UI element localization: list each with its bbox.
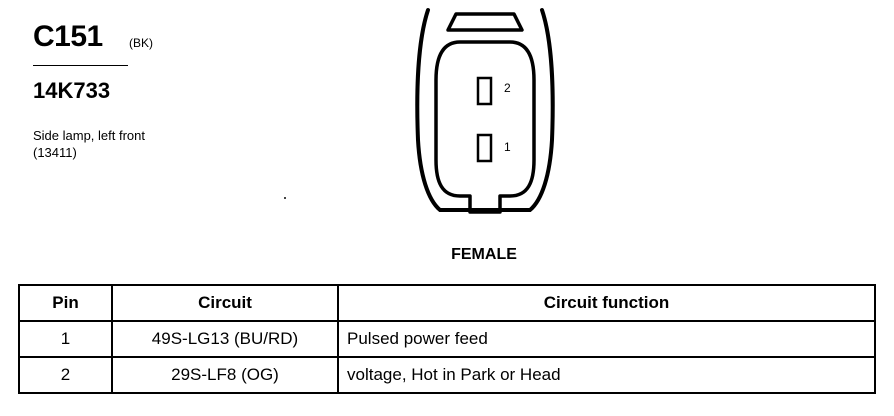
header-pin: Pin [18, 284, 113, 322]
title-underline [33, 65, 128, 66]
table-row: 2 29S-LF8 (OG) voltage, Hot in Park or H… [18, 356, 876, 394]
header-circuit: Circuit [111, 284, 339, 322]
row-function: voltage, Hot in Park or Head [337, 356, 876, 394]
connector-id: C151 [33, 20, 103, 53]
part-number: 14K733 [33, 78, 111, 103]
pin-circuit-table: Pin Circuit Circuit function 1 49S-LG13 … [18, 284, 876, 394]
pin-1-terminal [476, 133, 493, 163]
connector-gender-label: FEMALE [451, 246, 517, 263]
reference-number: (13411) [33, 145, 77, 160]
connector-key-tab [446, 12, 524, 32]
row-circuit: 29S-LF8 (OG) [111, 356, 339, 394]
description-text: Side lamp, left front [33, 128, 145, 143]
table-row: 1 49S-LG13 (BU/RD) Pulsed power feed [18, 320, 876, 358]
pin-2-terminal [476, 76, 493, 106]
pin-2-label: 2 [504, 81, 511, 95]
connector-description: Side lamp, left front (13411) [33, 127, 145, 161]
connector-face-diagram: 2 1 [415, 8, 555, 214]
row-function: Pulsed power feed [337, 320, 876, 358]
header-circuit-function: Circuit function [337, 284, 876, 322]
pin-1-label: 1 [504, 140, 511, 154]
row-pin: 2 [18, 356, 113, 394]
wire-color-code: (BK) [129, 36, 153, 50]
row-circuit: 49S-LG13 (BU/RD) [111, 320, 339, 358]
connector-inner-cavity [434, 40, 536, 214]
connector-housing-outline [415, 8, 555, 212]
table-header-row: Pin Circuit Circuit function [18, 284, 876, 322]
row-pin: 1 [18, 320, 113, 358]
speck-mark [284, 197, 286, 199]
